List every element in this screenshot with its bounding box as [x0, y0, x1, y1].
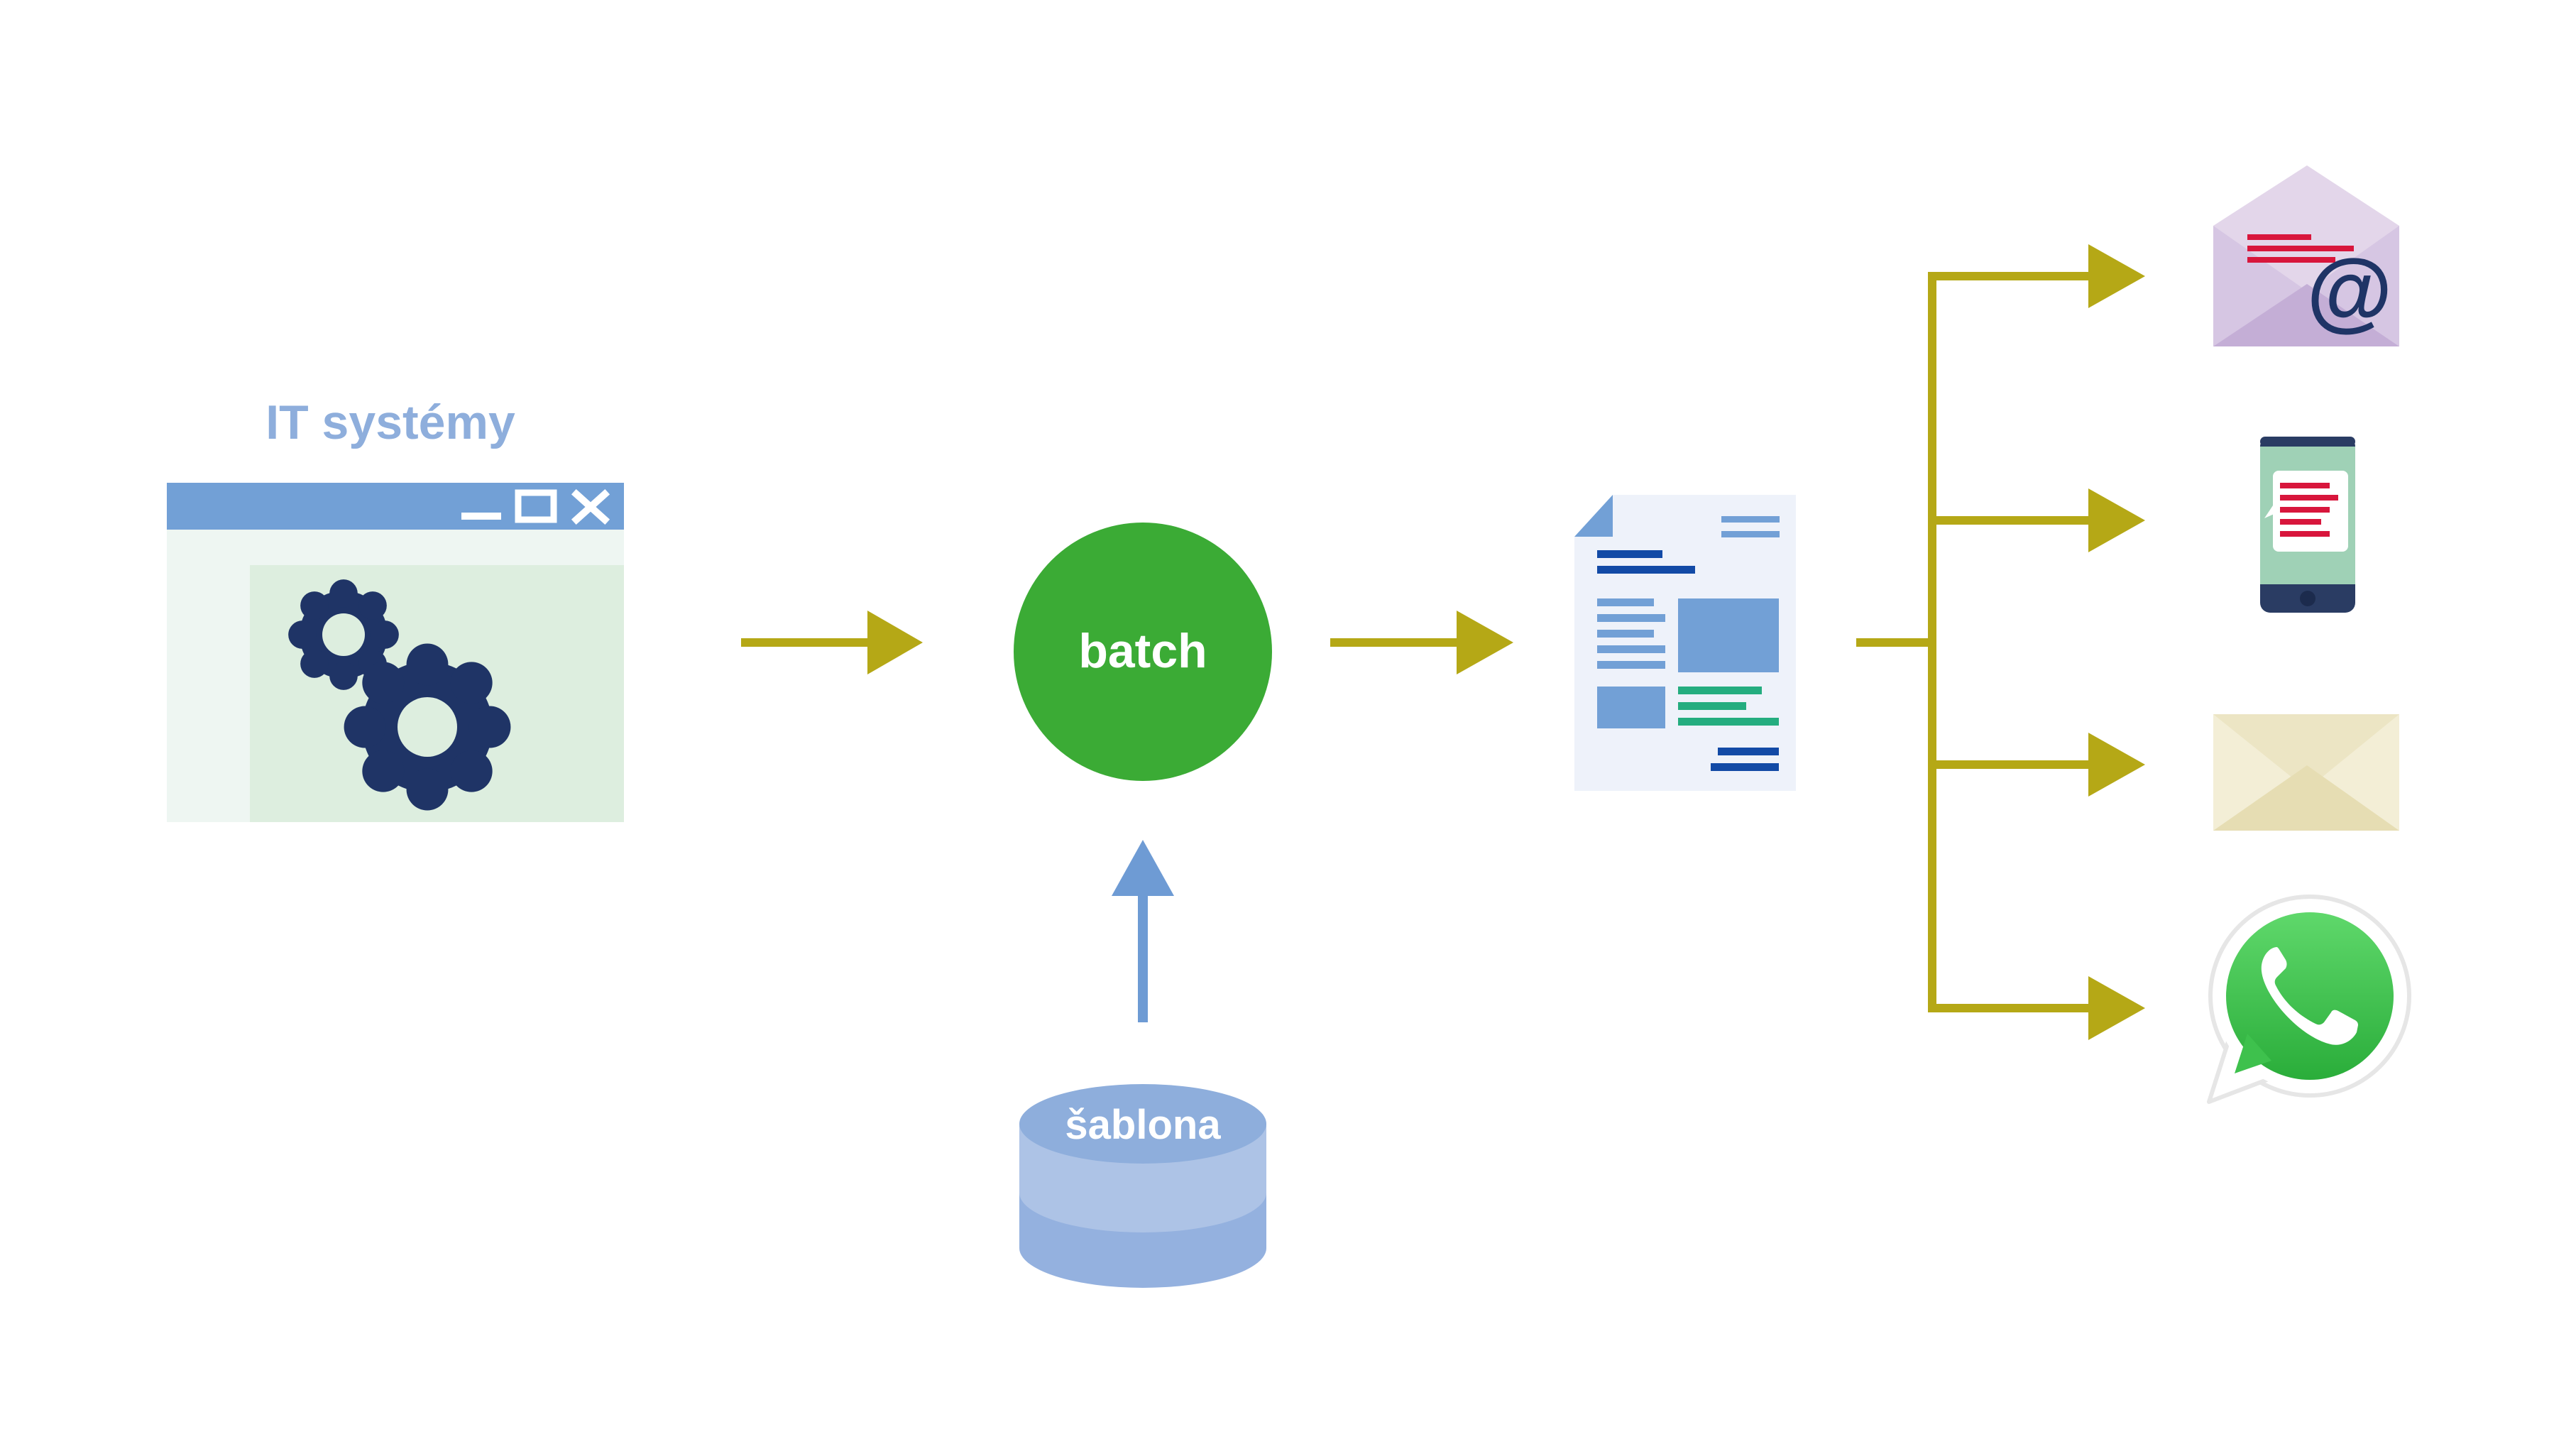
batch-circle — [1014, 523, 1272, 781]
small-gear-icon — [288, 579, 399, 690]
flow-arrow-batch-to-document — [1330, 611, 1513, 674]
batch-label: batch — [1078, 624, 1207, 678]
whatsapp-icon — [2207, 895, 2411, 1104]
sms-phone-icon — [2260, 437, 2355, 613]
email-envelope-icon: @ — [2213, 165, 2399, 346]
template-arrow — [1112, 840, 1174, 1022]
minimize-icon — [461, 513, 501, 520]
batch-node: batch — [1014, 523, 1272, 781]
it-systems-node: IT systémy — [167, 395, 624, 822]
handset-icon — [2261, 947, 2358, 1045]
it-systems-title: IT systémy — [265, 395, 515, 449]
distribution-branch — [1856, 244, 2145, 1040]
close-icon — [571, 488, 610, 525]
gears-icon — [288, 579, 511, 811]
postal-letter-icon — [2213, 714, 2399, 831]
template-label: šablona — [1065, 1102, 1221, 1148]
channel-arrow-sms — [1928, 488, 2145, 552]
maximize-icon — [515, 489, 557, 523]
channel-arrow-letter — [1928, 733, 2145, 797]
template-database: šablona — [1019, 1084, 1266, 1288]
app-window-icon — [167, 483, 624, 822]
channel-arrow-whatsapp — [1928, 976, 2145, 1040]
flow-arrow-source-to-batch — [741, 611, 923, 674]
document-icon — [1574, 495, 1796, 791]
channel-arrow-email — [1928, 244, 2145, 308]
large-gear-icon — [344, 643, 511, 811]
at-sign-icon: @ — [2307, 242, 2393, 340]
database-icon — [1019, 1084, 1266, 1288]
